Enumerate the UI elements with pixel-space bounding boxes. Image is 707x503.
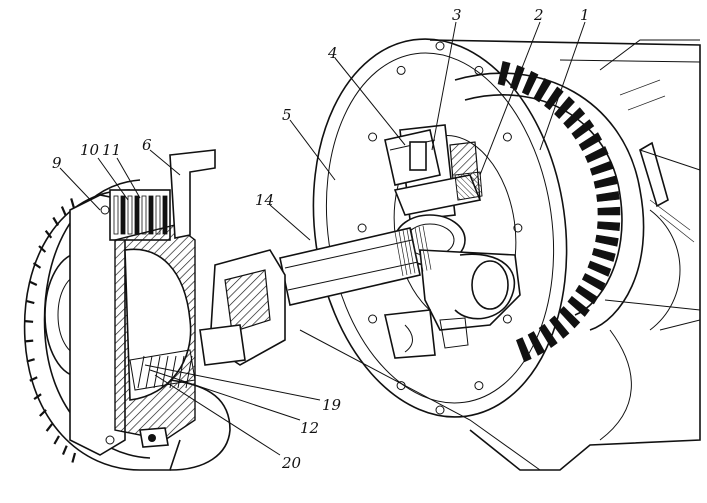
friction-plate	[148, 195, 154, 235]
bolt-hole	[474, 381, 484, 391]
bolt-hole	[435, 41, 445, 51]
spline-line	[410, 228, 420, 273]
callout-9: 9	[52, 154, 62, 172]
bolt-hole	[368, 132, 378, 142]
friction-plate	[113, 195, 119, 235]
callout-12: 12	[300, 419, 319, 437]
bolt-hole	[368, 314, 378, 324]
gear-tooth	[521, 70, 539, 96]
output-shaft	[199, 225, 432, 366]
bolt-hole	[396, 65, 406, 75]
gear-tooth	[593, 175, 618, 189]
gear-tooth	[596, 191, 620, 202]
gear-tooth	[591, 247, 616, 262]
gear-tooth	[567, 295, 590, 317]
gear-tooth	[587, 260, 612, 277]
spline-line	[394, 231, 404, 277]
gear-tooth	[595, 234, 619, 247]
bolt-hole	[502, 132, 512, 142]
gear-tooth	[497, 60, 511, 86]
gear-tooth	[575, 284, 599, 305]
rim-notch	[26, 358, 35, 363]
callout-20: 20	[281, 454, 302, 472]
rim-notch	[71, 452, 77, 463]
gear-tooth	[597, 206, 621, 216]
callout-4: 4	[327, 44, 338, 62]
gear-tooth	[563, 107, 586, 129]
rim-notch	[32, 262, 42, 269]
gear-tooth	[533, 77, 552, 103]
spring-coil	[161, 355, 169, 389]
friction-plates	[113, 195, 168, 235]
spline-line	[414, 227, 424, 272]
rim-notch	[33, 393, 42, 401]
bolt-hole	[396, 381, 406, 391]
gear-tooth	[584, 146, 609, 164]
spline-line	[422, 225, 432, 270]
bolt-hole	[474, 65, 484, 75]
gear-tooth	[597, 221, 621, 232]
spring-coil	[169, 355, 177, 389]
bolt-hole	[502, 314, 512, 324]
rim-notch	[52, 216, 60, 227]
rim-notch	[26, 299, 35, 305]
spline-line	[402, 230, 412, 275]
brake-drum-assembly	[23, 149, 231, 471]
gear-tooth	[578, 132, 603, 151]
flange-bolt-holes	[357, 41, 523, 415]
rim-notch	[70, 198, 75, 209]
bolt-hole	[357, 223, 367, 233]
gear-tooth	[527, 331, 546, 356]
rim-notch	[25, 320, 34, 323]
gear-tooth	[589, 160, 614, 176]
friction-plate	[141, 195, 147, 235]
rim-notch	[44, 230, 53, 239]
spring-coil	[137, 355, 145, 389]
gear-tooth	[581, 273, 606, 291]
rim-notch	[39, 409, 47, 417]
gear-tooth	[549, 315, 570, 339]
callout-labels: 1 2 3 4 5 6 9 10 11 12 14 19 20	[52, 6, 590, 472]
friction-plate	[120, 195, 126, 235]
rim-notch	[29, 376, 38, 382]
callout-14: 14	[255, 191, 274, 209]
callout-2: 2	[533, 6, 544, 24]
rim-notch	[45, 423, 53, 432]
callout-19: 19	[322, 396, 342, 414]
spline-line	[406, 229, 416, 274]
rim-notch	[60, 206, 67, 216]
spring-coil	[145, 355, 153, 389]
rim-notch	[53, 435, 60, 445]
callout-5: 5	[282, 106, 292, 124]
spline-line	[398, 231, 408, 276]
rim-notch	[28, 280, 38, 286]
shaft-splines	[394, 225, 432, 277]
bolt-hole	[513, 223, 523, 233]
differential-core	[384, 124, 521, 359]
rim-notch	[38, 245, 47, 253]
callout-3: 3	[452, 6, 462, 24]
spline-line	[418, 226, 428, 271]
callout-11: 11	[102, 141, 121, 159]
rim-notch	[61, 445, 68, 456]
gear-tooth	[571, 119, 595, 140]
ring-gear-teeth	[497, 60, 621, 363]
drum-rim-notches	[25, 198, 77, 463]
rim-notch	[25, 339, 34, 343]
bolt-hole	[435, 405, 445, 415]
gear-tooth	[554, 96, 575, 120]
callout-10: 10	[80, 141, 100, 159]
gear-tooth	[544, 86, 564, 111]
callout-6: 6	[142, 136, 152, 154]
leader-lines	[59, 21, 586, 456]
friction-plate	[127, 195, 133, 235]
gearbox-housing	[299, 39, 701, 471]
friction-plate	[134, 195, 140, 235]
gear-tooth	[516, 337, 532, 363]
gear-tooth	[558, 306, 581, 329]
callout-1: 1	[580, 6, 590, 24]
